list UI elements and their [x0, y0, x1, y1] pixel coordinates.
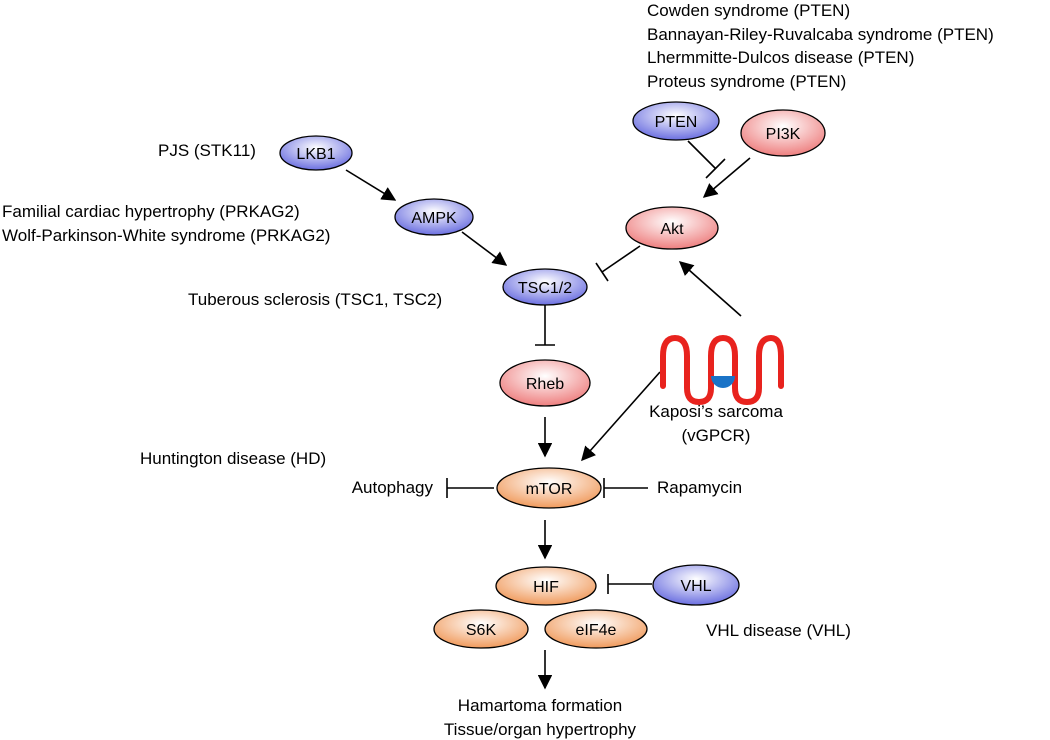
vhl-disease-label: VHL disease (VHL) — [706, 621, 851, 640]
edge-mtor-inhibits-autophagy — [446, 478, 494, 498]
edge-lkb1-ampk — [345, 169, 397, 201]
edge-vhl-inhibits-hif — [607, 574, 652, 594]
node-lkb1: LKB1 — [279, 135, 353, 171]
outcome-hypertrophy: Tissue/organ hypertrophy — [444, 720, 637, 739]
node-lkb1-label: LKB1 — [296, 146, 335, 163]
node-rheb: Rheb — [499, 359, 591, 407]
node-pi3k: PI3K — [740, 109, 826, 157]
node-tsc: TSC1/2 — [502, 268, 588, 306]
edge-rapamycin-inhibits-mtor — [603, 478, 648, 498]
outcome-hamartoma: Hamartoma formation — [458, 696, 622, 715]
edge-vgpcr-mtor — [581, 371, 661, 462]
pjs-label: PJS (STK11) — [158, 141, 256, 160]
node-ampk: AMPK — [394, 198, 474, 236]
edge-pten-inhibits-akt — [687, 140, 726, 179]
node-s6k: S6K — [433, 609, 529, 649]
autophagy-label: Autophagy — [352, 478, 434, 497]
vgpcr-receptor-icon — [660, 335, 784, 405]
node-eif4e-label: eIF4e — [576, 622, 617, 639]
kaposi-label: Kaposi’s sarcoma — [649, 402, 783, 421]
node-mtor-label: mTOR — [526, 481, 573, 498]
node-pi3k-label: PI3K — [766, 126, 801, 143]
tsc-disease-label: Tuberous sclerosis (TSC1, TSC2) — [188, 290, 442, 309]
edge-ampk-tsc — [461, 231, 508, 266]
ampk-disease-wpw: Wolf-Parkinson-White syndrome (PRKAG2) — [2, 226, 330, 245]
kaposi-gene-label: (vGPCR) — [682, 426, 751, 445]
ampk-disease-cardiac: Familial cardiac hypertrophy (PRKAG2) — [2, 202, 300, 221]
node-mtor: mTOR — [496, 467, 602, 509]
edge-akt-inhibits-tsc — [595, 245, 641, 282]
pten-disease-bannayan: Bannayan-Riley-Ruvalcaba syndrome (PTEN) — [647, 25, 994, 44]
pten-disease-lhermitte: Lhermmitte-Dulcos disease (PTEN) — [647, 48, 914, 67]
node-tsc-label: TSC1/2 — [518, 280, 572, 297]
node-hif: HIF — [495, 566, 597, 606]
huntington-label: Huntington disease (HD) — [140, 449, 326, 468]
node-pten-label: PTEN — [655, 114, 698, 131]
node-akt: Akt — [625, 206, 719, 250]
node-vhl-label: VHL — [680, 578, 711, 595]
edge-tsc-inhibits-rheb — [535, 304, 555, 346]
edge-vgpcr-akt — [678, 261, 742, 317]
node-eif4e: eIF4e — [544, 609, 648, 649]
rapamycin-label: Rapamycin — [657, 478, 742, 497]
node-s6k-label: S6K — [466, 622, 497, 639]
pten-disease-cowden: Cowden syndrome (PTEN) — [647, 1, 850, 20]
node-akt-label: Akt — [660, 221, 684, 238]
node-vhl: VHL — [652, 564, 740, 606]
node-hif-label: HIF — [533, 579, 559, 596]
pten-disease-proteus: Proteus syndrome (PTEN) — [647, 72, 846, 91]
node-ampk-label: AMPK — [411, 210, 457, 227]
node-pten: PTEN — [632, 101, 720, 141]
edge-pi3k-akt — [702, 157, 751, 198]
node-rheb-label: Rheb — [526, 376, 564, 393]
